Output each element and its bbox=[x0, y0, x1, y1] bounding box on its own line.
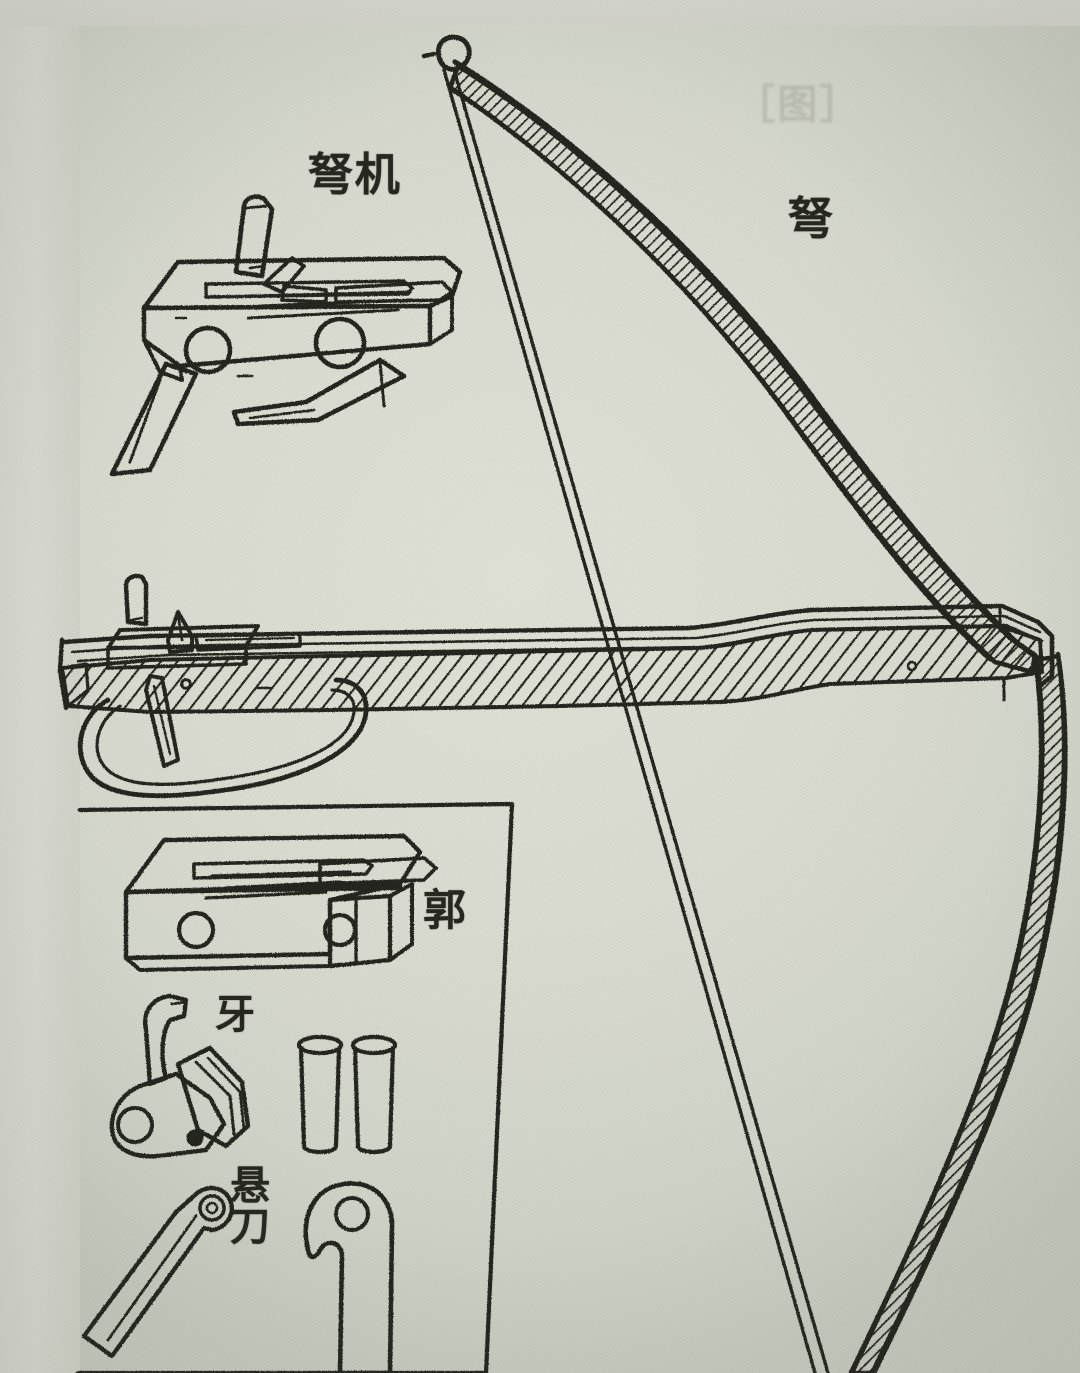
nuji-assembly bbox=[109, 194, 463, 477]
showthrough-text: ［图］ bbox=[735, 82, 863, 128]
trigger-guard-loop bbox=[77, 677, 369, 799]
part-pins bbox=[296, 1034, 398, 1155]
part-xuandao bbox=[81, 1186, 234, 1359]
label-trigger-lever: 悬 刀 bbox=[230, 1163, 272, 1250]
part-hook bbox=[303, 1181, 395, 1373]
label-crossbow: 弩 bbox=[788, 192, 835, 245]
label-tooth-catch: 牙 bbox=[215, 992, 257, 1038]
bow-lower-limb bbox=[848, 651, 1068, 1373]
bowstring bbox=[442, 68, 830, 1373]
part-guo bbox=[123, 833, 438, 972]
part-ya bbox=[109, 993, 251, 1159]
crossbow-stock bbox=[57, 603, 1055, 714]
label-crossbow-mechanism: 弩机 bbox=[308, 148, 402, 201]
page-top-edge bbox=[0, 0, 1080, 26]
parts-inset-box bbox=[75, 801, 515, 1373]
bow-tip-nock bbox=[421, 34, 472, 72]
label-frame-housing: 郭 bbox=[423, 886, 468, 936]
stock-mounted-mechanism bbox=[106, 573, 302, 768]
